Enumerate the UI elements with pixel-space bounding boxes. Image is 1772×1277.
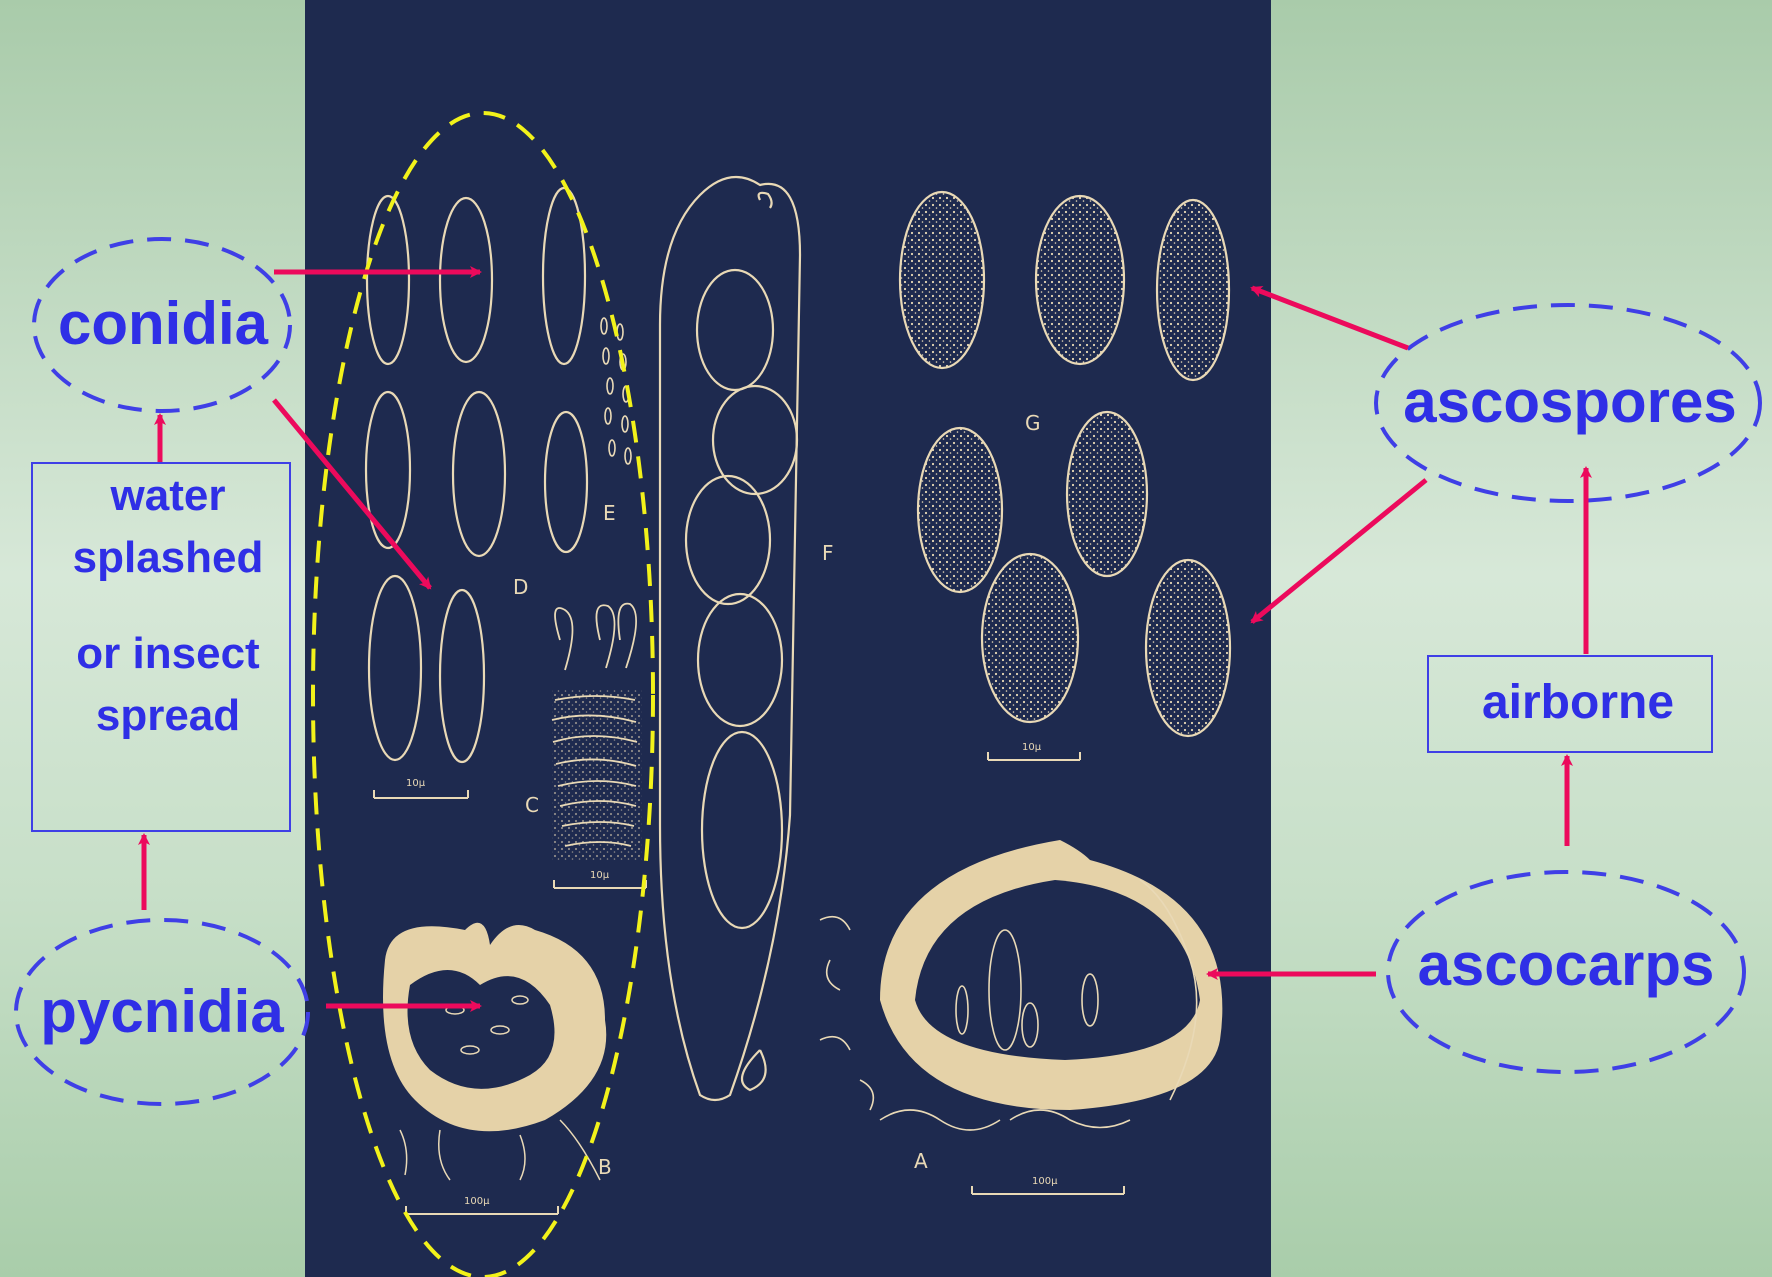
- micrograph-plate: 10μ 10μ 100μ 10μ 100μ D E C B F G A: [305, 0, 1271, 1277]
- arrow-ascospores-to-lower: [1252, 480, 1426, 622]
- plate-letter-g: G: [1025, 411, 1041, 435]
- plate-letter-f: F: [822, 541, 834, 565]
- plate-letter-e: E: [603, 501, 616, 525]
- scale-label-a: 100μ: [1032, 1176, 1058, 1187]
- water-splashed-line-2: splashed: [73, 533, 264, 582]
- ascocarps-label: ascocarps: [1418, 931, 1715, 998]
- plate-letter-d: D: [513, 575, 528, 599]
- plate-letter-c: C: [525, 793, 539, 817]
- scale-label-g: 10μ: [1022, 742, 1042, 753]
- scale-label-d: 10μ: [406, 778, 426, 789]
- plate-letter-b: B: [598, 1155, 612, 1179]
- ascospores-label: ascospores: [1403, 368, 1737, 435]
- scale-label-c: 10μ: [590, 870, 610, 881]
- water-splashed-line-4: spread: [96, 691, 240, 740]
- water-splashed-line-3: or insect: [76, 629, 260, 678]
- airborne-label: airborne: [1482, 676, 1674, 729]
- arrow-ascospores-to-upper: [1252, 288, 1408, 348]
- water-splashed-line-1: water: [110, 471, 226, 520]
- plate-letter-a: A: [914, 1149, 928, 1173]
- pycnidia-label: pycnidia: [40, 978, 284, 1045]
- scale-label-b: 100μ: [464, 1196, 490, 1207]
- conidia-label: conidia: [58, 290, 269, 357]
